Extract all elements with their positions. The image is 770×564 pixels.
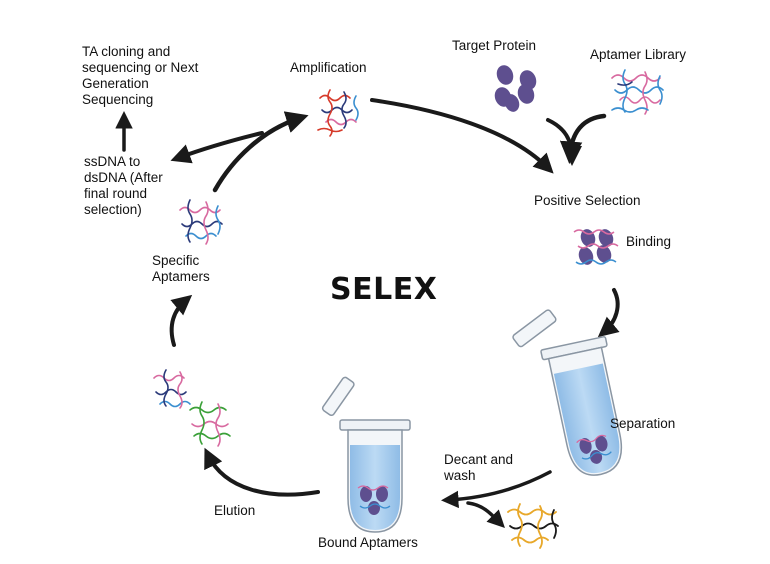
label-positive-selection: Positive Selection <box>534 193 641 208</box>
arrow-bound-to-elution <box>204 447 320 497</box>
elution-icon <box>153 369 231 447</box>
amplification-icon <box>317 89 359 137</box>
arrow-to-ssdna <box>170 131 264 164</box>
label-target-protein: Target Protein <box>452 38 537 53</box>
arrow-library-in <box>559 113 607 164</box>
target-protein-icon <box>494 65 537 112</box>
label-separation: Separation <box>610 416 676 431</box>
label-ssdna: ssDNA to dsDNA (After final round select… <box>84 154 163 217</box>
binding-icon <box>573 229 619 265</box>
label-ta-cloning: TA cloning and sequencing or Next Genera… <box>82 44 199 107</box>
label-binding: Binding <box>626 234 672 249</box>
bound-aptamers-tube-icon <box>321 376 411 533</box>
arrow-decant-to-waste <box>466 501 505 528</box>
cycle-arrows <box>115 98 620 528</box>
separation-tube-icon <box>512 309 623 476</box>
arrow-specific-to-amplification <box>212 111 309 193</box>
arrow-separation-to-decant <box>441 470 552 509</box>
label-elution: Elution <box>214 503 256 518</box>
arrow-protein-in <box>546 118 582 166</box>
label-decant-wash: Decant and wash <box>444 452 514 483</box>
label-specific-aptamers: Specific Aptamers <box>152 253 210 284</box>
arrow-binding-to-separation <box>597 288 620 338</box>
label-bound-aptamers: Bound Aptamers <box>318 535 418 550</box>
arrow-amplification-to-positive <box>370 98 554 174</box>
specific-aptamers-icon <box>179 199 223 245</box>
aptamer-library-icon <box>611 69 664 115</box>
diagram-title: SELEX <box>330 272 438 307</box>
arrow-elution-to-specific <box>169 294 193 347</box>
decant-waste-icon <box>507 503 559 549</box>
label-aptamer-library: Aptamer Library <box>590 47 687 62</box>
label-amplification: Amplification <box>290 60 367 75</box>
